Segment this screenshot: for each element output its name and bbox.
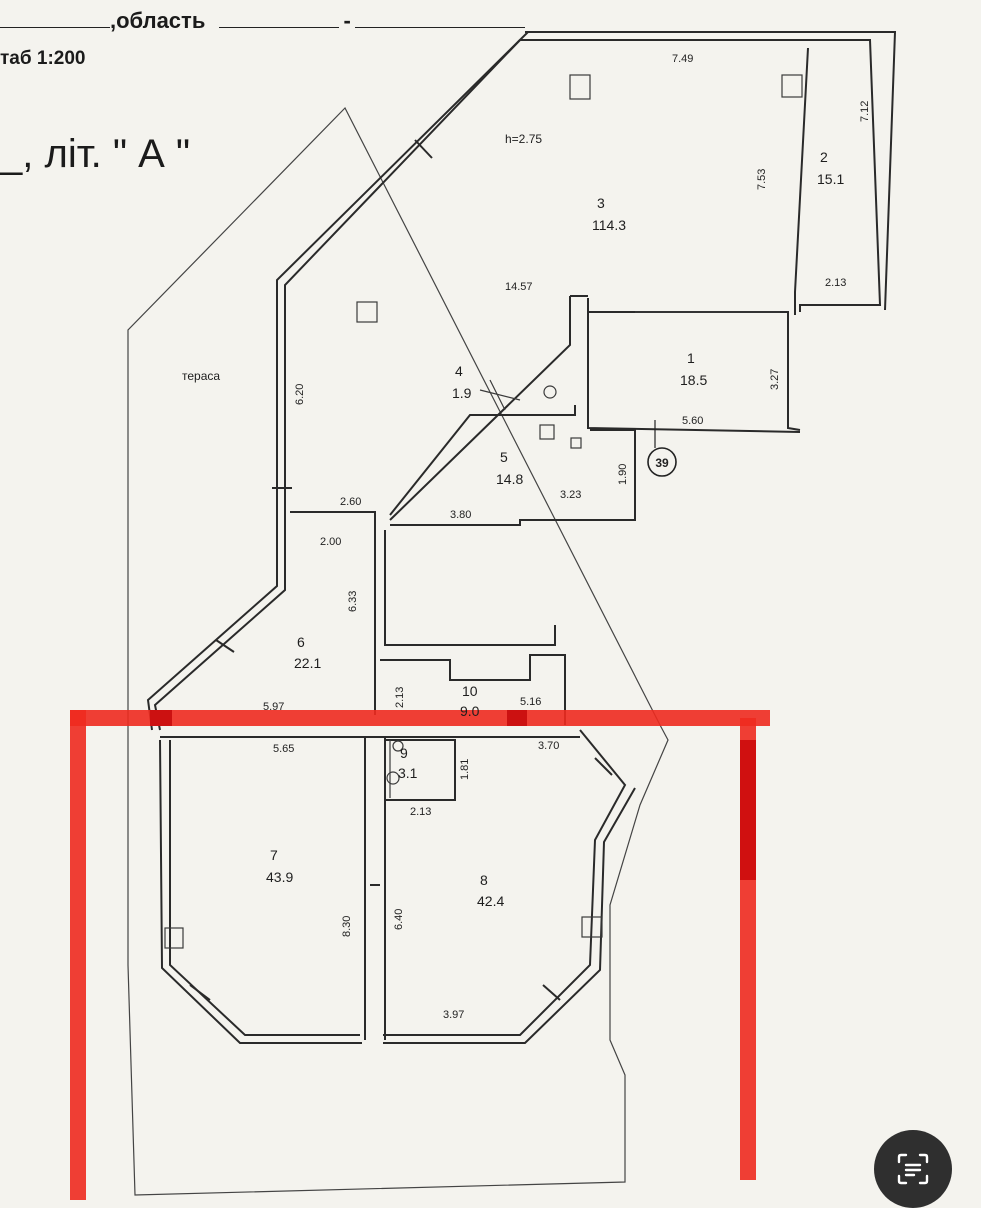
marker-circle [647,447,677,477]
dim-label: 6.20 [294,384,306,405]
dim-label: 7.49 [672,53,693,65]
room-5-number: 5 [500,449,508,465]
dim-label: 14.57 [505,281,533,293]
dim-label: 3.70 [538,740,559,752]
dim-label: 3.80 [450,509,471,521]
dim-label: 6.33 [347,591,359,612]
room-8-number: 8 [480,872,488,888]
room-5-area: 14.8 [496,471,523,487]
dim-label: 5.97 [263,701,284,713]
dim-label: 3.27 [769,369,781,390]
room-3-number: 3 [597,195,605,211]
marker-number: 39 [655,456,669,470]
terrace-outline [127,106,669,1196]
dim-label: 2.60 [340,496,361,508]
scale-label: таб 1:200 [0,48,86,69]
dim-label: 2.13 [394,687,406,708]
scan-button[interactable] [874,1130,952,1208]
dash: - [343,8,351,33]
dim-label: 1.81 [459,759,471,780]
room-8-area: 42.4 [477,893,504,909]
dimension-labels: 7.49 7.12 7.53 14.57 2.13 3.27 5.60 6.20… [263,53,871,1021]
room-2-number: 2 [820,149,828,165]
room-4-number: 4 [455,363,463,379]
dim-label: 2.13 [410,806,431,818]
dim-label: 2.00 [320,536,341,548]
dim-label: 7.53 [756,169,768,190]
dim-label: 3.23 [560,489,581,501]
region-label-text: ,область [110,8,206,33]
dim-label: 6.40 [393,909,405,930]
liter-label: _, літ. " А " [0,132,191,176]
inner-walls [290,47,809,801]
room-9-area: 3.1 [398,765,418,781]
room-10-number: 10 [462,683,478,699]
dim-label: 7.12 [859,101,871,122]
room-1-number: 1 [687,350,695,366]
room-6-area: 22.1 [294,655,321,671]
room-4-area: 1.9 [452,385,472,401]
dim-label: 5.16 [520,696,541,708]
highlight-border [70,710,770,1200]
region-label: ,область - [0,8,525,34]
outer-walls [146,31,897,1044]
room-7-area: 43.9 [266,869,293,885]
room-3-area: 114.3 [592,217,626,233]
room-9-number: 9 [400,745,408,761]
dim-label: 3.97 [443,1009,464,1021]
document-scan-icon [897,1153,929,1185]
room-6-number: 6 [297,634,305,650]
window-marks [189,139,613,1001]
terrace-label: тераса [182,369,220,383]
ceiling-height: h=2.75 [505,132,542,146]
room-labels: 1 18.5 2 15.1 3 114.3 4 1.9 5 14.8 6 22.… [266,149,844,909]
room-10-area: 9.0 [460,703,480,719]
dim-label: 5.60 [682,415,703,427]
fixtures [164,74,803,949]
dim-label: 2.13 [825,277,846,289]
room-2-area: 15.1 [817,171,844,187]
room-1-area: 18.5 [680,372,707,388]
dim-label: 5.65 [273,743,294,755]
room-7-number: 7 [270,847,278,863]
dim-label: 1.90 [617,464,629,485]
dim-label: 8.30 [341,916,353,937]
